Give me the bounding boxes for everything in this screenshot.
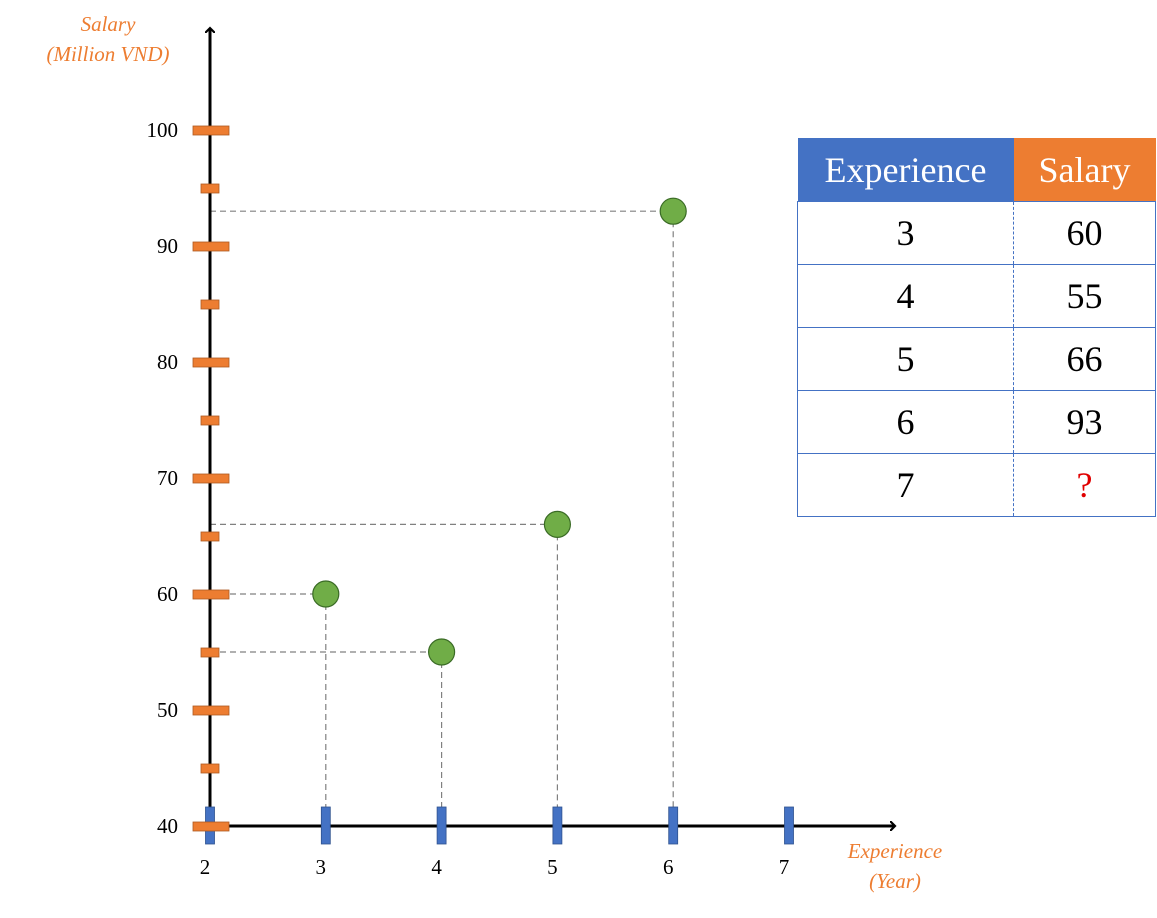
- x-tick-mark: [320, 806, 331, 845]
- x-tick-mark: [436, 806, 447, 845]
- y-tick-mark: [192, 357, 230, 368]
- table-cell-salary-unknown: ?: [1013, 453, 1156, 517]
- y-minor-tick: [200, 299, 220, 310]
- x-tick-mark: [552, 806, 563, 845]
- y-axis-title-line1: Salary: [81, 12, 137, 36]
- table-header-experience: Experience: [797, 138, 1014, 202]
- y-minor-tick: [200, 183, 220, 194]
- y-tick-label: 80: [157, 350, 178, 374]
- x-tick-mark: [668, 806, 679, 845]
- y-tick-mark: [192, 589, 230, 600]
- x-tick-label: 2: [200, 855, 211, 879]
- y-tick-mark: [192, 473, 230, 484]
- y-tick-label: 40: [157, 814, 178, 838]
- y-tick-label: 70: [157, 466, 178, 490]
- table-cell-experience: 6: [797, 390, 1014, 454]
- data-points: [312, 197, 687, 666]
- x-tick-label: 3: [316, 855, 327, 879]
- table-row: 5 66: [797, 327, 1156, 391]
- table-row: 6 93: [797, 390, 1156, 454]
- scatter-point: [428, 638, 456, 666]
- y-tick-mark: [192, 821, 230, 832]
- table-cell-salary: 66: [1013, 327, 1156, 391]
- scatter-point: [543, 510, 572, 539]
- y-tick-label: 90: [157, 234, 178, 258]
- guide-lines: [210, 210, 674, 826]
- x-tick-mark: [784, 806, 794, 845]
- y-tick-mark: [192, 705, 230, 716]
- x-axis-title-line1: Experience: [847, 839, 942, 863]
- table-cell-experience: 5: [797, 327, 1014, 391]
- x-tick-label: 4: [431, 855, 442, 879]
- table-cell-salary: 60: [1013, 201, 1156, 265]
- table-row: 3 60: [797, 201, 1156, 265]
- y-minor-tick: [200, 647, 220, 658]
- table-row: 7 ?: [797, 453, 1156, 517]
- data-table: Experience Salary 3 60 4 55 5 66 6 93 7 …: [797, 138, 1156, 517]
- y-minor-tick: [200, 531, 220, 542]
- y-tick-label: 60: [157, 582, 178, 606]
- x-tick-label: 7: [779, 855, 790, 879]
- y-axis-title-line2: (Million VND): [46, 42, 169, 66]
- table-cell-salary: 55: [1013, 264, 1156, 328]
- table-header-row: Experience Salary: [797, 138, 1156, 202]
- y-tick-mark: [192, 241, 230, 252]
- table-cell-salary: 93: [1013, 390, 1156, 454]
- x-tick-label: 5: [547, 855, 558, 879]
- table-row: 4 55: [797, 264, 1156, 328]
- axis-ticks: 2 3 4 5 6 7 40 50 60 70 80 90 100: [147, 118, 794, 879]
- scatter-point: [659, 197, 687, 225]
- y-tick-mark: [192, 125, 230, 136]
- table-cell-experience: 4: [797, 264, 1014, 328]
- x-tick-label: 6: [663, 855, 674, 879]
- y-minor-tick: [200, 415, 220, 426]
- table-header-salary: Salary: [1013, 138, 1156, 202]
- scatter-point: [312, 580, 340, 608]
- y-tick-label: 100: [147, 118, 179, 142]
- x-axis-title-line2: (Year): [869, 869, 921, 893]
- y-minor-tick: [200, 763, 220, 774]
- table-cell-experience: 7: [797, 453, 1014, 517]
- y-tick-label: 50: [157, 698, 178, 722]
- table-cell-experience: 3: [797, 201, 1014, 265]
